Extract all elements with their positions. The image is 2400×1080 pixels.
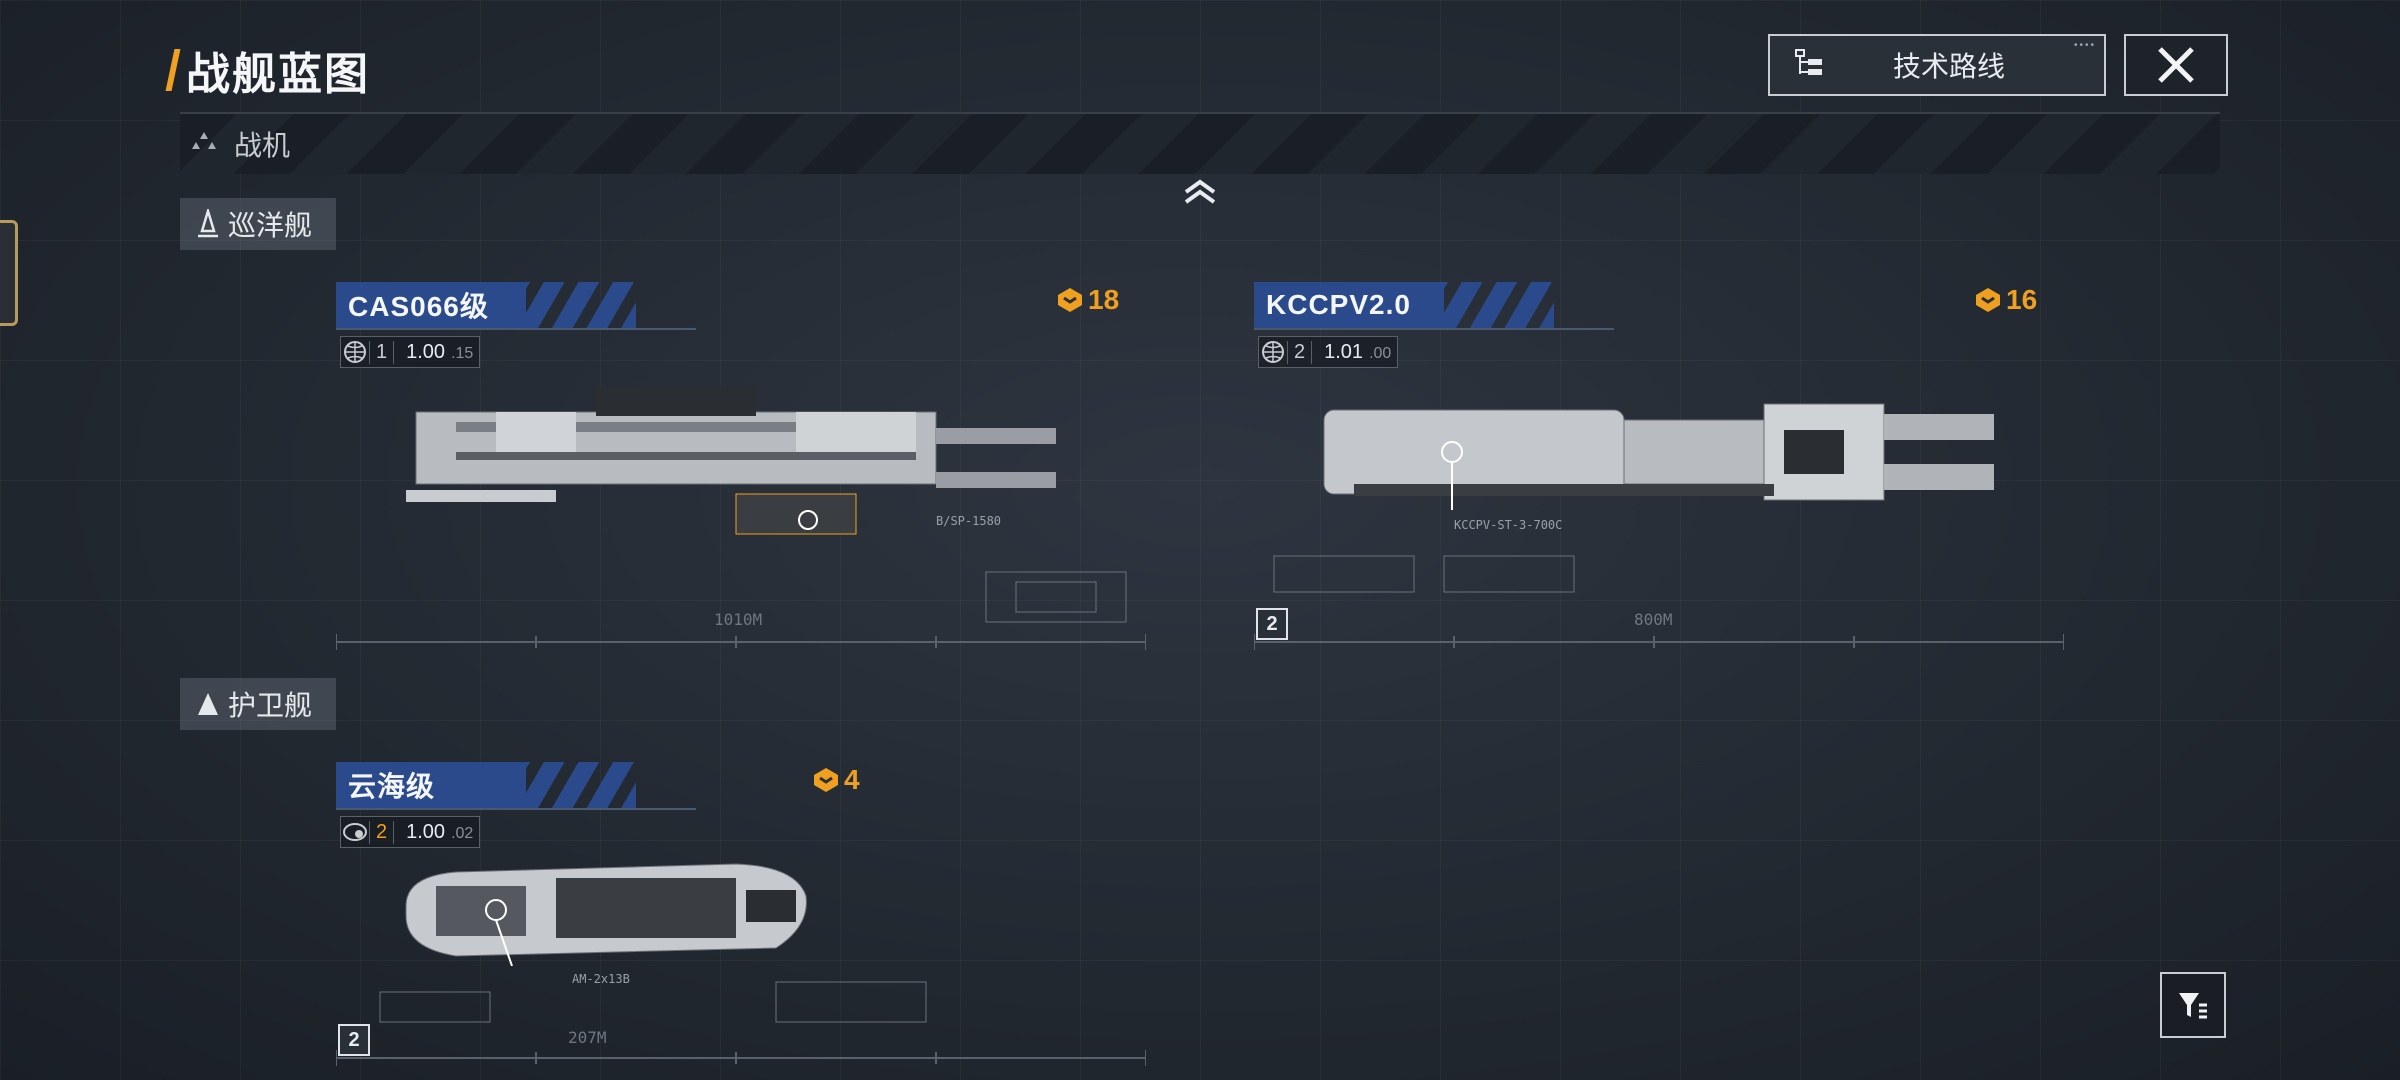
ship-name-tag: CAS066级 bbox=[336, 282, 636, 328]
ship-name: CAS066级 bbox=[348, 291, 489, 322]
scale-ruler bbox=[336, 1050, 1146, 1066]
ship-scale: 207M bbox=[568, 1028, 607, 1047]
ship-cost-value: 4 bbox=[844, 764, 860, 795]
ship-blueprint-lines bbox=[985, 571, 1127, 623]
cruiser-class-icon bbox=[198, 209, 218, 238]
blueprint-cost-icon bbox=[1058, 288, 1082, 312]
scale-ruler bbox=[336, 634, 1146, 650]
ship-model-cas066 bbox=[406, 386, 1056, 535]
ship-model-kccpv bbox=[1323, 403, 1994, 510]
title-accent-bar bbox=[165, 49, 181, 91]
ship-blueprint-lines bbox=[379, 981, 927, 1023]
name-underline bbox=[336, 808, 696, 810]
ship-name-tag: KCCPV2.0 bbox=[1254, 282, 1554, 328]
ship-tier: 1 bbox=[369, 340, 395, 364]
ship-card-cas066[interactable]: CAS066级 1 1.00.15 18 B/SP-1580 1010M bbox=[336, 282, 1146, 652]
ship-name: 云海级 bbox=[348, 771, 436, 802]
ship-cost-value: 18 bbox=[1088, 284, 1120, 315]
ship-version: 1.01.00 bbox=[1324, 340, 1392, 363]
tech-tree-icon bbox=[1794, 47, 1834, 84]
ship-callout: KCCPV-ST-3-700C bbox=[1454, 518, 1563, 532]
ship-name-tag: 云海级 bbox=[336, 762, 636, 808]
globe-icon bbox=[344, 341, 366, 363]
ship-scale: 800M bbox=[1634, 610, 1673, 629]
frigate-hull-icon bbox=[343, 823, 367, 841]
tech-route-button[interactable]: 技术路线 •••• bbox=[1768, 34, 2106, 96]
fighter-icon bbox=[190, 130, 226, 159]
ship-callout: AM-2x13B bbox=[572, 972, 630, 986]
tech-route-label: 技术路线 bbox=[1892, 51, 2005, 82]
ship-name: KCCPV2.0 bbox=[1266, 289, 1411, 320]
ship-tier: 2 bbox=[1287, 340, 1313, 364]
ship-model-yunhai bbox=[405, 863, 807, 966]
category-label: 战机 bbox=[234, 130, 291, 161]
ship-blueprint-lines bbox=[1273, 555, 1575, 593]
page-title: 战舰蓝图 bbox=[165, 38, 370, 102]
name-underline bbox=[336, 328, 696, 330]
section-cruiser: 巡洋舰 bbox=[180, 198, 337, 250]
ship-card-kccpv[interactable]: KCCPV2.0 2 1.01.00 16 KCCPV-ST-3-700C 80… bbox=[1254, 282, 2064, 652]
section-title: 护卫舰 bbox=[228, 690, 313, 721]
ship-stats: 2 1.00.02 bbox=[340, 816, 481, 848]
ship-cost: 4 bbox=[812, 764, 860, 796]
filter-icon bbox=[2179, 993, 2207, 1019]
name-underline bbox=[1254, 328, 1614, 330]
frigate-class-icon bbox=[198, 693, 218, 715]
globe-icon bbox=[1262, 341, 1284, 363]
ship-card-yunhai[interactable]: 云海级 2 1.00.02 4 AM-2x13B 207M 2 bbox=[336, 762, 1146, 1072]
decor-dots: •••• bbox=[2073, 40, 2096, 51]
collapse-chevron-icon[interactable] bbox=[1180, 176, 1220, 211]
blueprint-cost-icon bbox=[814, 768, 838, 792]
side-tab[interactable] bbox=[0, 220, 18, 326]
page-title-text: 战舰蓝图 bbox=[186, 50, 370, 99]
category-bar[interactable]: 战机 bbox=[180, 112, 2220, 174]
ship-tier: 2 bbox=[369, 820, 395, 844]
count-badge: 2 bbox=[338, 1024, 370, 1056]
section-frigate: 护卫舰 bbox=[180, 678, 337, 730]
count-badge: 2 bbox=[1256, 608, 1288, 640]
ship-stats: 1 1.00.15 bbox=[340, 336, 481, 368]
section-title: 巡洋舰 bbox=[228, 210, 313, 241]
ship-version: 1.00.02 bbox=[406, 820, 474, 843]
ship-cost: 16 bbox=[1974, 284, 2037, 316]
ship-scale: 1010M bbox=[714, 610, 763, 629]
scale-ruler bbox=[1254, 634, 2064, 650]
close-button[interactable] bbox=[2124, 34, 2228, 96]
blueprint-cost-icon bbox=[1976, 288, 2000, 312]
ship-cost: 18 bbox=[1056, 284, 1119, 316]
ship-callout: B/SP-1580 bbox=[936, 514, 1002, 528]
filter-button[interactable] bbox=[2160, 972, 2226, 1038]
ship-version: 1.00.15 bbox=[406, 340, 474, 363]
close-icon bbox=[2158, 47, 2194, 83]
ship-cost-value: 16 bbox=[2006, 284, 2038, 315]
ship-stats: 2 1.01.00 bbox=[1258, 336, 1399, 368]
